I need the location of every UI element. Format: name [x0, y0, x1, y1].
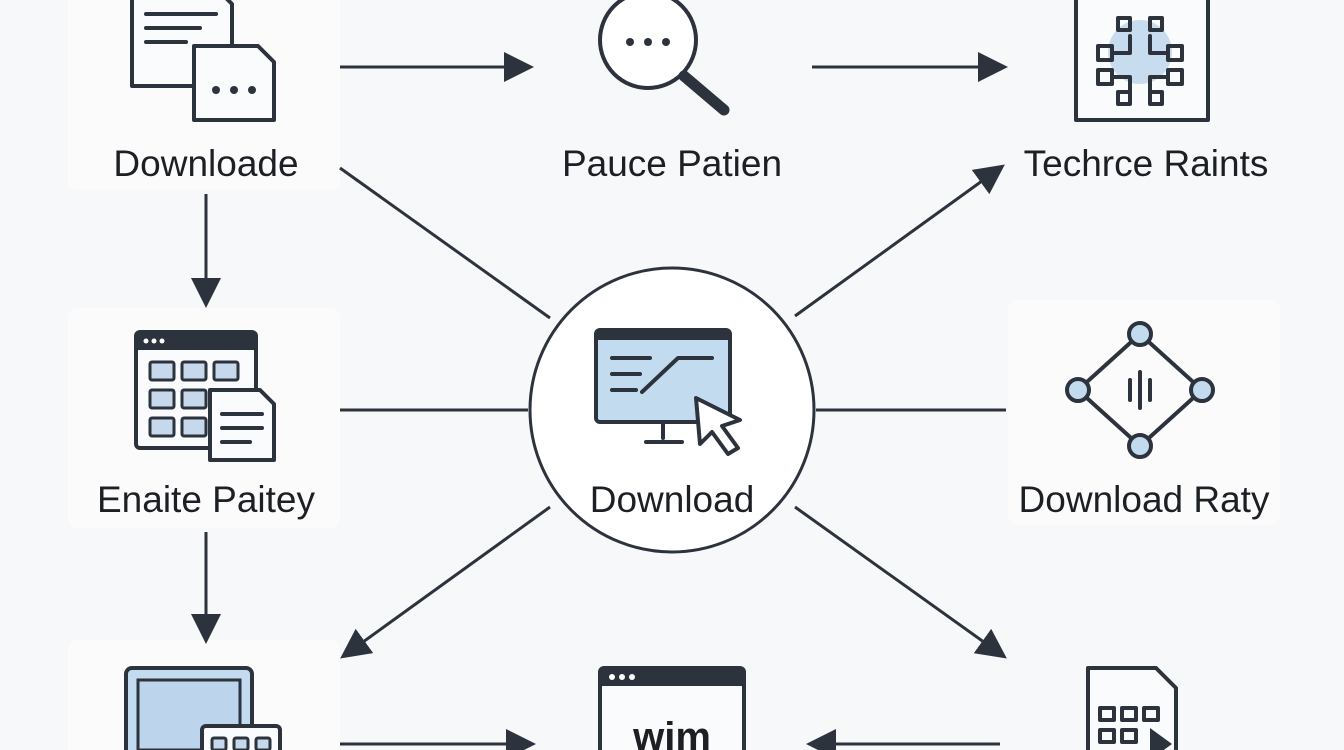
- edges: [191, 52, 1008, 750]
- node-label-techrce-raints: Techrce Raints: [1024, 143, 1269, 184]
- grid-document-icon: [1086, 666, 1178, 750]
- magnifier-icon: [598, 0, 730, 116]
- node-label-downloade: Downloade: [113, 143, 298, 184]
- monitor-cursor-icon: [594, 328, 742, 456]
- node-label-pauce-patien: Pauce Patien: [562, 143, 782, 184]
- node-label-download-raty: Download Raty: [1019, 479, 1270, 520]
- laptop-grid-icon: [124, 666, 282, 750]
- node-label-enaite-paitey: Enaite Paitey: [97, 479, 316, 520]
- edge-download-to-bottom-right: [794, 505, 1007, 659]
- node-label-download: Download: [590, 479, 755, 520]
- spreadsheet-document-icon: [134, 330, 276, 462]
- document-with-chat-icon: [130, 0, 276, 122]
- edge-download-to-techrce-raints: [794, 164, 1005, 318]
- browser-window-text: wim: [632, 715, 711, 750]
- circuit-chip-icon: [1074, 0, 1210, 122]
- edge-downloade-to-download: [339, 166, 551, 320]
- browser-window-icon: wim: [598, 666, 746, 750]
- node-box-download-raty: [1008, 300, 1280, 525]
- network-nodes-icon: [1065, 321, 1215, 459]
- edge-download-to-bottom-left: [340, 505, 551, 659]
